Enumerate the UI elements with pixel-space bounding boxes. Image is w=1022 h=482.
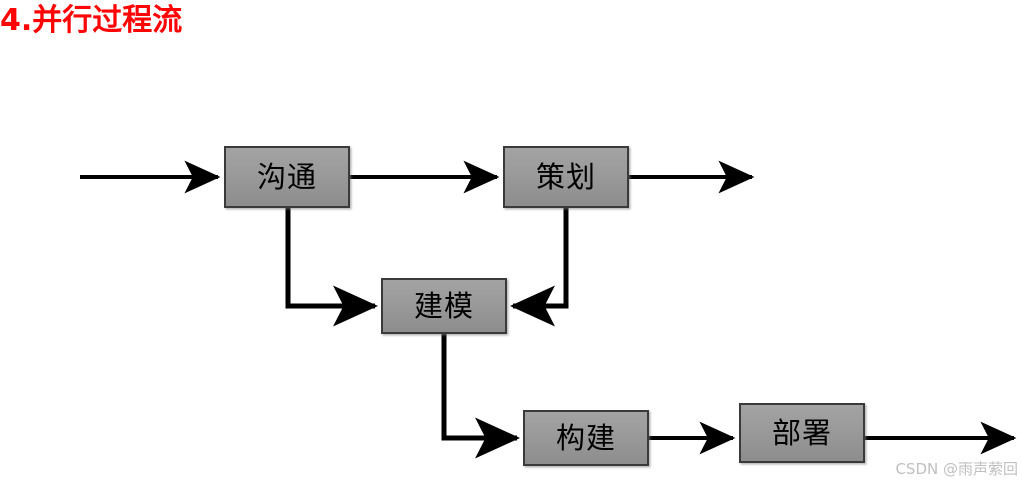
- watermark-text: CSDN @雨声萦回: [895, 460, 1018, 478]
- process-node-communication[interactable]: 沟通: [224, 146, 350, 208]
- page-title: 4.并行过程流: [0, 3, 183, 38]
- process-node-planning[interactable]: 策划: [503, 146, 629, 208]
- connector-communication-to-modeling: [285, 208, 379, 327]
- process-node-construction[interactable]: 构建: [523, 410, 649, 466]
- connector-modeling-to-construction: [441, 334, 521, 459]
- connector-planning-to-modeling: [509, 208, 569, 327]
- process-node-modeling[interactable]: 建模: [381, 278, 507, 334]
- process-node-deployment[interactable]: 部署: [739, 403, 865, 463]
